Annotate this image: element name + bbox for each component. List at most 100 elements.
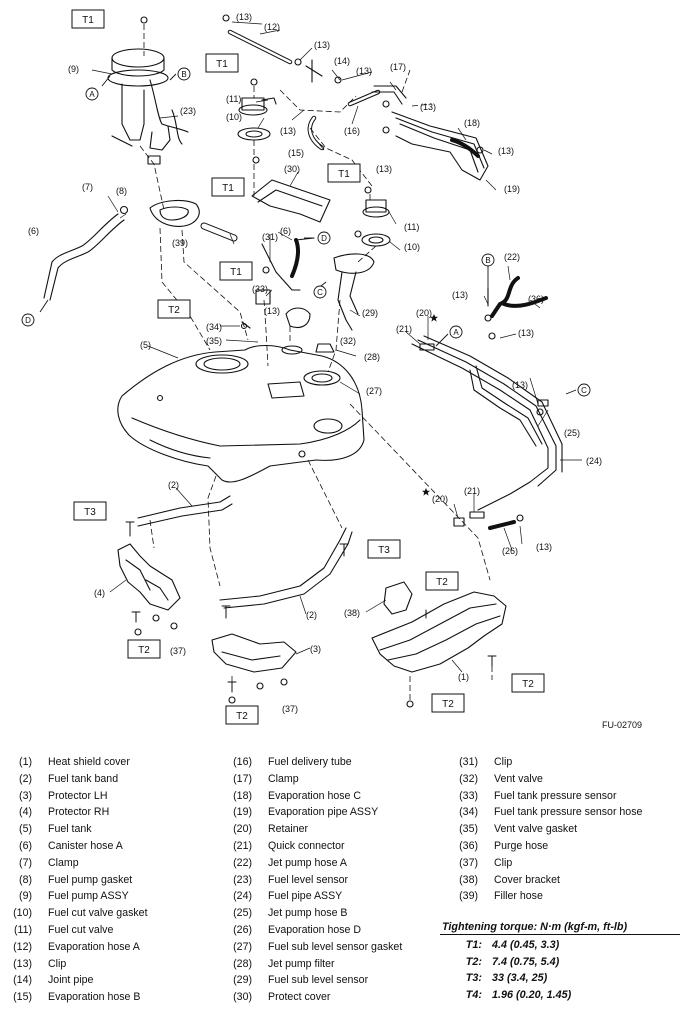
legend-item: (30)Protect cover bbox=[222, 989, 402, 1006]
legend-item: (11)Fuel cut valve bbox=[2, 922, 148, 939]
legend-item: (14)Joint pipe bbox=[2, 972, 148, 989]
legend-item-number: (7) bbox=[19, 856, 32, 869]
legend-item-label: Retainer bbox=[268, 823, 309, 836]
legend-item: (17) Clamp bbox=[222, 771, 402, 788]
connector-label-b-right: B bbox=[485, 256, 490, 265]
legend-item-label: Protector RH bbox=[48, 806, 110, 819]
legend-item: (25)Jet pump hose B bbox=[222, 905, 402, 922]
legend-item: (34)Fuel tank pressure sensor hose bbox=[448, 804, 642, 821]
callout: (32) bbox=[340, 336, 356, 346]
torque-row: T4:1.96 (0.20, 1.45) bbox=[440, 987, 680, 1004]
legend-item-label: Clamp bbox=[268, 772, 299, 785]
callout: (18) bbox=[464, 118, 480, 128]
legend-item-label: Evaporation hose C bbox=[268, 789, 362, 802]
legend-item: (20) Retainer bbox=[222, 821, 402, 838]
callout: (6) bbox=[28, 226, 39, 236]
legend-item-number: (17) bbox=[233, 772, 252, 785]
legend-item-label: Fuel pipe ASSY bbox=[268, 890, 343, 903]
gasket-10-left bbox=[237, 127, 271, 141]
svg-text:T3: T3 bbox=[378, 545, 390, 556]
torque-tag-t2-d: T2 bbox=[511, 673, 545, 693]
legend-item-label: Fuel delivery tube bbox=[268, 756, 352, 768]
torque-value: 33 (3.4, 25) bbox=[492, 972, 548, 985]
callout: (23) bbox=[180, 106, 196, 116]
callout: (13) bbox=[536, 542, 552, 552]
legend-item-label: Evaporation pipe ASSY bbox=[268, 806, 379, 819]
callout: (13) bbox=[376, 164, 392, 174]
legend-item-label: Jet pump hose B bbox=[268, 907, 348, 920]
legend-column-1: (1)Heat shield cover(2)Fuel tank band(3)… bbox=[2, 754, 148, 1006]
torque-key: T2: bbox=[465, 955, 482, 968]
legend-item-number: (10) bbox=[13, 907, 32, 920]
callout: (30) bbox=[284, 164, 300, 174]
legend-item-label: Cover bracket bbox=[494, 873, 560, 886]
legend-item-label: Filler hose bbox=[494, 890, 543, 903]
legend-item-number: (16) bbox=[233, 756, 252, 768]
tightening-torque-table: Tightening torque: N·m (kgf-m, ft-lb) T1… bbox=[440, 921, 680, 1003]
callout: (5) bbox=[140, 340, 151, 350]
callout: (13) bbox=[236, 12, 252, 22]
legend-item-label: Fuel tank band bbox=[48, 772, 119, 785]
connector-label-d-mid: D bbox=[321, 234, 327, 243]
legend-item-label: Protect cover bbox=[268, 991, 331, 1004]
callout: (38) bbox=[344, 608, 360, 618]
callout: (16) bbox=[344, 126, 360, 136]
legend-item: (26)Evaporation hose D bbox=[222, 922, 402, 939]
legend-item-number: (9) bbox=[19, 890, 32, 903]
legend-column-2: (16)Fuel delivery tube(17)Clamp(18)Evapo… bbox=[222, 754, 402, 1006]
svg-text:T2: T2 bbox=[522, 679, 534, 690]
legend-item-label: Evaporation hose B bbox=[48, 991, 141, 1004]
torque-key: T4: bbox=[465, 988, 482, 1001]
legend-item-number: (29) bbox=[233, 974, 252, 987]
legend-item: (37)Clip bbox=[448, 855, 642, 872]
callout: (14) bbox=[334, 56, 350, 66]
callout: (13) bbox=[280, 126, 296, 136]
legend-item-number: (20) bbox=[233, 823, 252, 836]
svg-text:T3: T3 bbox=[84, 507, 96, 518]
torque-table-title: Tightening torque: N·m (kgf-m, ft-lb) bbox=[440, 921, 680, 935]
callout: (21) bbox=[464, 486, 480, 496]
legend-item: (28)Jet pump filter bbox=[222, 956, 402, 973]
legend-item: (31)Clip bbox=[448, 754, 642, 771]
legend-item-label: Jet pump hose A bbox=[268, 856, 347, 869]
legend-item-number: (3) bbox=[19, 789, 32, 802]
connector-a-right bbox=[449, 325, 463, 339]
legend-item-label: Clip bbox=[48, 957, 67, 970]
callout: (28) bbox=[364, 352, 380, 362]
torque-tag-t2-e: T2 bbox=[225, 705, 259, 725]
svg-text:T2: T2 bbox=[236, 711, 248, 722]
legend-item-label: Canister hose A bbox=[48, 839, 123, 852]
legend-item-label: Evaporation hose A bbox=[48, 940, 140, 953]
legend-item-number: (32) bbox=[459, 772, 478, 785]
legend-item-number: (2) bbox=[19, 772, 32, 785]
legend-item: (27)Fuel sub level sensor gasket bbox=[222, 939, 402, 956]
legend-item-number: (15) bbox=[13, 991, 32, 1004]
callout: (34) bbox=[206, 322, 222, 332]
torque-key: T1: bbox=[465, 939, 482, 951]
legend-item: (24)Fuel pipe ASSY bbox=[222, 888, 402, 905]
connector-c-mid bbox=[313, 285, 327, 299]
connector-label-d-left: D bbox=[25, 316, 31, 325]
svg-text:T2: T2 bbox=[442, 699, 454, 710]
legend-item: (29)Fuel sub level sensor bbox=[222, 972, 402, 989]
legend-item-label: Clip bbox=[494, 856, 513, 869]
torque-key: T3: bbox=[465, 972, 482, 985]
svg-text:T2: T2 bbox=[138, 645, 150, 656]
legend-item-number: (8) bbox=[19, 873, 32, 886]
legend-item: (39)Filler hose bbox=[448, 888, 642, 905]
callout: (11) bbox=[404, 222, 419, 232]
callout: (12) bbox=[264, 22, 280, 32]
legend-item: (10)Fuel cut valve gasket bbox=[2, 905, 147, 922]
torque-tag-t3-b: T3 bbox=[367, 539, 401, 559]
callout: (15) bbox=[288, 148, 304, 158]
connector-label-a-right: A bbox=[453, 328, 459, 337]
legend-item: (2) Fuel tank band bbox=[2, 771, 148, 788]
connector-label-c-right: C bbox=[581, 386, 587, 395]
exploded-diagram: T1 T1 T1 T1 T1 T2 T3 T3 bbox=[21, 9, 602, 725]
legend-item: (15) Evaporation hose B bbox=[2, 989, 148, 1006]
callout: (10) bbox=[404, 242, 420, 252]
legend-item-label: Fuel tank bbox=[48, 823, 92, 836]
legend-item-label: Clamp bbox=[48, 856, 79, 869]
legend-item: (12)Evaporation hose A bbox=[2, 939, 148, 956]
callout: (13) bbox=[356, 66, 372, 76]
